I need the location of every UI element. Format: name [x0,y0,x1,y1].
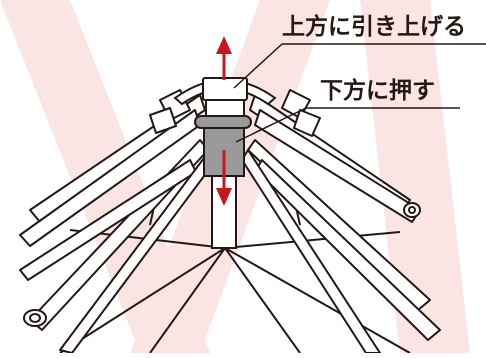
arrow-down-icon [216,150,232,206]
runner-ring [194,115,252,129]
right-ribs [241,89,441,354]
arrow-up-icon [216,36,232,80]
label-pull-up: 上方に引き上げる [282,13,466,40]
label-push-down: 下方に押す [320,77,435,104]
leader-lines [233,43,486,143]
